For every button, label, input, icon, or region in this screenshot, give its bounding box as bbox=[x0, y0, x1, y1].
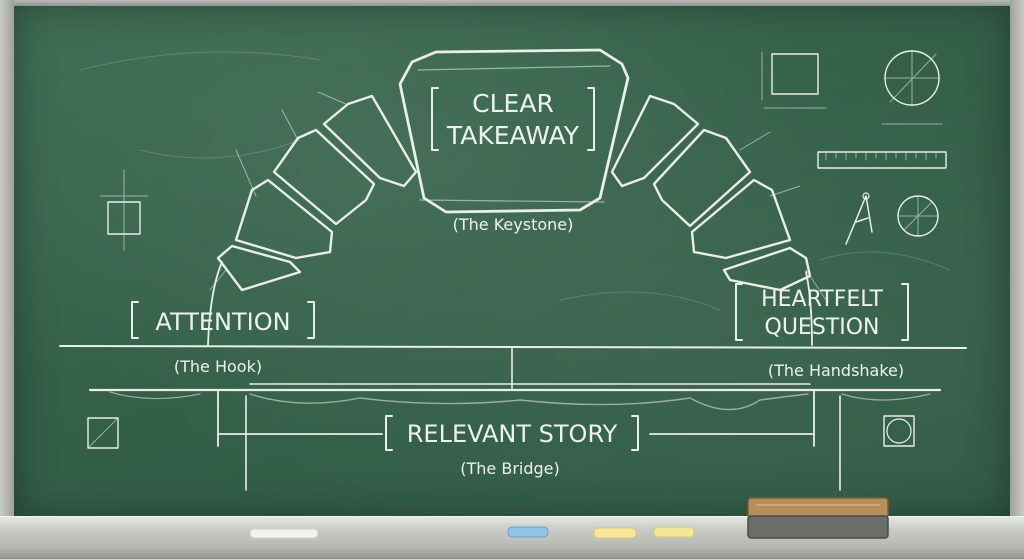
arch-stone bbox=[610, 94, 700, 188]
heartfelt-title-line1: HEARTFELT bbox=[761, 287, 883, 312]
yellow-chalk-stick bbox=[593, 527, 637, 539]
arch-stone bbox=[216, 244, 302, 292]
white-chalk-stick bbox=[249, 528, 319, 539]
ruler-icon bbox=[817, 151, 947, 169]
chalk-pieces bbox=[249, 526, 695, 539]
diagram-baseline bbox=[59, 345, 967, 349]
attention-label-brackets bbox=[131, 301, 315, 339]
arch-stone bbox=[322, 94, 418, 188]
board-frame-top bbox=[0, 0, 1024, 6]
board-frame-right bbox=[1010, 0, 1024, 520]
keystone-title-line1: CLEAR bbox=[472, 89, 554, 118]
bridge-rubble bbox=[249, 393, 809, 411]
keystone-stone bbox=[398, 48, 630, 214]
relevant-story-label-brackets bbox=[385, 415, 639, 451]
decorative-circle-right bbox=[897, 195, 939, 237]
decorative-circle-top-right bbox=[881, 49, 943, 125]
relevant-story-caption: (The Bridge) bbox=[460, 459, 559, 478]
arch-stone bbox=[652, 128, 752, 228]
attention-caption: (The Hook) bbox=[174, 357, 262, 376]
keystone-caption: (The Keystone) bbox=[453, 215, 574, 234]
board-frame-left bbox=[0, 0, 14, 520]
decorative-square-left bbox=[99, 169, 149, 251]
keystone-title-line2: TAKEAWAY bbox=[446, 121, 580, 150]
blue-chalk-stick bbox=[507, 526, 549, 538]
arch-stone bbox=[234, 178, 334, 260]
keystone-inner-edge bbox=[417, 65, 611, 203]
left-arch-stones bbox=[209, 91, 418, 292]
arch-stone bbox=[272, 128, 376, 226]
arch-stone bbox=[690, 178, 792, 260]
right-arch-stones bbox=[610, 94, 827, 301]
chalk-smudges bbox=[79, 51, 951, 311]
attention-title: ATTENTION bbox=[155, 308, 290, 336]
heartfelt-label-brackets bbox=[735, 283, 909, 341]
bridge-ground bbox=[88, 383, 942, 491]
chalkboard-eraser bbox=[747, 497, 889, 539]
heartfelt-caption: (The Handshake) bbox=[768, 361, 904, 380]
chalk-tray-lip bbox=[0, 548, 1024, 559]
relevant-story-title: RELEVANT STORY bbox=[407, 420, 618, 448]
compass-icon bbox=[845, 192, 873, 245]
keystone-label-brackets bbox=[431, 87, 595, 151]
decorative-square-bottom-left bbox=[87, 417, 119, 449]
right-arch-foot bbox=[805, 271, 813, 346]
decorative-circle-bottom-right bbox=[883, 415, 915, 447]
chalkboard bbox=[14, 4, 1010, 518]
decorative-square-top-right bbox=[761, 51, 827, 109]
left-arch-foot bbox=[207, 261, 223, 346]
yellow-chalk-stick bbox=[653, 526, 695, 538]
heartfelt-title-line2: QUESTION bbox=[765, 315, 880, 340]
